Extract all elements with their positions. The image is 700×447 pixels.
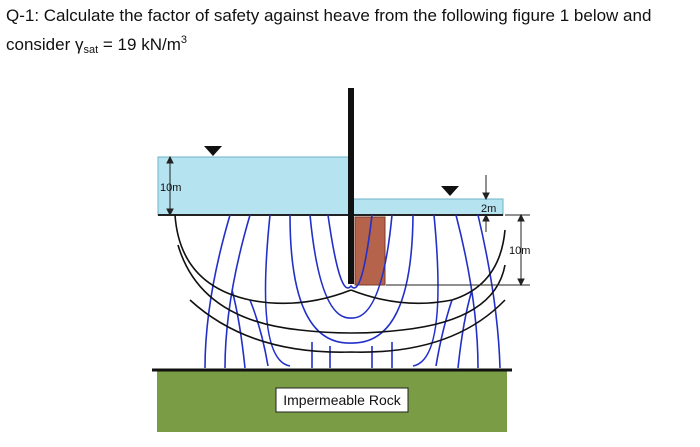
upstream-water-level-icon bbox=[204, 146, 222, 156]
equipotential-line bbox=[177, 244, 506, 334]
consider-word: consider bbox=[6, 35, 71, 54]
flow-line bbox=[327, 214, 373, 289]
downstream-water-level-icon bbox=[441, 186, 459, 196]
equipotential-lines bbox=[174, 214, 506, 353]
sheet-pile-depth-label: 10m bbox=[509, 245, 530, 257]
unit-weight-value: = 19 kN/m bbox=[98, 35, 181, 54]
upstream-water bbox=[157, 156, 352, 216]
unit-superscript: 3 bbox=[180, 34, 187, 46]
downstream-head-label: 2m bbox=[481, 203, 496, 215]
flow-line bbox=[311, 342, 393, 368]
equipotential-line bbox=[174, 214, 352, 305]
rock-label: Impermeable Rock bbox=[283, 392, 401, 408]
flow-line bbox=[224, 214, 479, 369]
downstream-head-dimension bbox=[482, 175, 490, 232]
gamma-subscript: sat bbox=[83, 44, 99, 56]
upstream-head-label: 10m bbox=[160, 182, 181, 194]
sheet-pile bbox=[348, 88, 354, 284]
question-line-2: consider γsat = 19 kN/m3 bbox=[6, 28, 696, 62]
question-text: Q-1: Calculate the factor of safety agai… bbox=[6, 4, 696, 62]
flow-line bbox=[289, 214, 414, 344]
rock-label-box bbox=[275, 387, 409, 413]
equipotential-line bbox=[350, 229, 506, 305]
flow-line bbox=[204, 214, 501, 369]
upstream-head-dimension bbox=[166, 155, 174, 217]
flow-line bbox=[249, 299, 453, 367]
sheet-pile-depth-dimension bbox=[386, 213, 530, 287]
gamma-symbol: γ bbox=[75, 35, 84, 54]
question-line-1: Q-1: Calculate the factor of safety agai… bbox=[6, 6, 652, 25]
flow-line bbox=[309, 214, 393, 319]
equipotential-line bbox=[189, 299, 506, 353]
